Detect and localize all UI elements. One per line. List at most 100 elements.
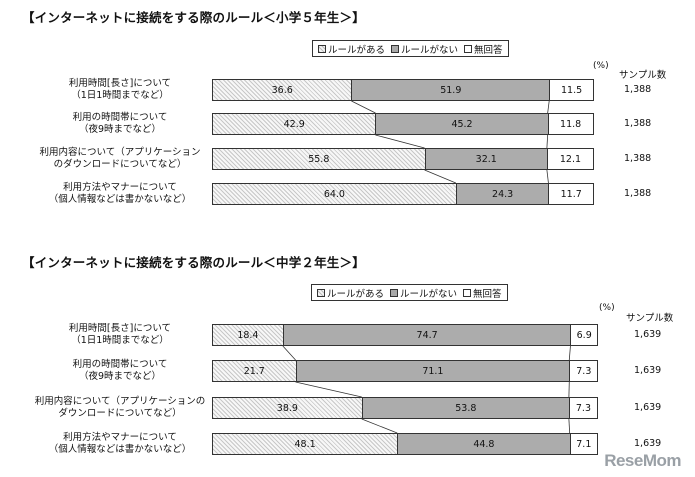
- data-label: 11.5: [561, 84, 583, 96]
- sample-size: 1,639: [634, 365, 662, 376]
- row-label: 利用時間[長さ]について（1日1時間までなど）: [20, 323, 220, 347]
- connector-line: [295, 381, 362, 398]
- data-label: 11.8: [560, 118, 582, 130]
- row-label: 利用の時間帯について（夜9時までなど）: [20, 112, 220, 136]
- bar-segment: 7.3: [568, 397, 598, 419]
- bar-segment: 71.1: [295, 360, 571, 382]
- connector-line: [282, 345, 296, 361]
- bar-segment: 12.1: [546, 148, 594, 170]
- gray-swatch-icon: [391, 44, 400, 53]
- bar-segment: 11.5: [549, 79, 594, 101]
- chart-title-junior-high: 【インターネットに接続をする際のルール＜中学２年生＞】: [22, 255, 365, 270]
- bar-segment: 21.7: [212, 360, 297, 382]
- connector-line: [568, 418, 571, 434]
- row-label: 利用内容について（アプリケーションのダウンロードについてなど）: [20, 147, 220, 171]
- hatch-swatch-icon: [317, 288, 325, 297]
- data-label: 44.8: [473, 438, 495, 450]
- sample-size: 1,639: [634, 438, 662, 449]
- data-label: 7.3: [576, 365, 592, 377]
- row-label-line: 利用方法やマナーについて: [63, 182, 177, 193]
- row-label-line: のダウンロードについてなど）: [53, 159, 187, 170]
- row-label-line: （1日1時間までなど）: [71, 90, 169, 101]
- data-label: 24.3: [492, 188, 514, 200]
- data-label: 42.9: [283, 118, 305, 130]
- row-label-line: （夜9時までなど）: [78, 371, 162, 382]
- row-label: 利用方法やマナーについて（個人情報などは書かないなど）: [20, 182, 220, 206]
- data-label: 74.7: [416, 329, 438, 341]
- row-label-line: 利用時間[長さ]について: [68, 323, 172, 334]
- data-label: 7.1: [576, 438, 592, 450]
- data-label: 7.3: [575, 402, 591, 414]
- row-label-line: （個人情報などは書かないなど）: [48, 444, 192, 455]
- data-label: 64.0: [323, 188, 345, 200]
- sample-size: 1,388: [624, 188, 652, 199]
- row-label-line: 利用時間[長さ]について: [68, 78, 172, 89]
- bar-segment: 11.8: [547, 113, 594, 135]
- data-label: 21.7: [243, 365, 265, 377]
- chart-title-elementary: 【インターネットに接続をする際のルール＜小学５年生＞】: [22, 10, 365, 25]
- data-label: 53.8: [455, 402, 477, 414]
- sample-size: 1,388: [624, 84, 652, 95]
- sample-size: 1,639: [634, 402, 662, 413]
- sample-size: 1,388: [624, 153, 652, 164]
- legend-item-has-rule: ルールがある: [318, 42, 385, 56]
- row-label-line: 利用の時間帯について: [72, 112, 168, 123]
- data-label: 45.2: [451, 118, 473, 130]
- row-label-line: ダウンロードについてなど）: [58, 408, 182, 419]
- legend-item-no-answer: 無回答: [464, 42, 503, 56]
- stacked-bar-chart-elementary: 利用時間[長さ]について（1日1時間までなど） 36.6 51.9 11.5 1,388…: [0, 0, 695, 230]
- bar-segment: 11.7: [548, 183, 594, 205]
- data-label: 12.1: [559, 153, 582, 165]
- row-label: 利用方法やマナーについて（個人情報などは書かないなど）: [20, 432, 220, 456]
- legend-junior-high: ルールがある ルールがない 無回答: [311, 284, 508, 301]
- row-label: 利用内容について（アプリケーションのダウンロードについてなど）: [20, 396, 220, 420]
- data-label: 11.7: [560, 188, 582, 200]
- row-label-line: 利用の時間帯について: [72, 359, 168, 370]
- unit-label-elementary: (%): [593, 61, 609, 71]
- sample-size: 1,388: [624, 118, 652, 129]
- data-label: 38.9: [276, 402, 298, 414]
- legend-elementary: ルールがある ルールがない 無回答: [312, 40, 509, 57]
- row-label: 利用の時間帯について（夜9時までなど）: [20, 359, 220, 383]
- bar-segment: 48.1: [212, 433, 399, 455]
- gray-swatch-icon: [390, 288, 399, 297]
- bar-segment: 44.8: [397, 433, 571, 455]
- bar-segment: 7.3: [569, 360, 599, 382]
- hatch-swatch-icon: [318, 44, 326, 53]
- resemom-logo: ReseMom: [604, 451, 681, 470]
- data-label: 6.9: [576, 329, 592, 341]
- bar-segment: 6.9: [570, 324, 598, 346]
- data-label: 71.1: [422, 365, 444, 377]
- white-swatch-icon: [464, 44, 473, 53]
- white-swatch-icon: [463, 288, 472, 297]
- bar-segment: 18.4: [212, 324, 284, 346]
- row-label-line: （1日1時間までなど）: [71, 335, 169, 346]
- legend-item-no-answer: 無回答: [463, 286, 502, 300]
- bar-segment: 51.9: [351, 79, 551, 101]
- sample-size: 1,639: [634, 329, 662, 340]
- bar-segment: 53.8: [361, 397, 570, 419]
- row-label-line: 利用内容について（アプリケーションの: [34, 396, 206, 407]
- legend-item-no-rule: ルールがない: [391, 42, 458, 56]
- row-label: 利用時間[長さ]について（1日1時間までなど）: [20, 78, 220, 102]
- legend-item-no-rule: ルールがない: [390, 286, 457, 300]
- bar-segment: 74.7: [282, 324, 572, 346]
- data-label: 36.6: [271, 84, 293, 96]
- unit-label-junior-high: (%): [599, 303, 615, 313]
- row-label-line: （個人情報などは書かないなど）: [48, 194, 192, 205]
- row-label-line: （夜9時までなど）: [78, 124, 162, 135]
- data-label: 51.9: [440, 84, 462, 96]
- bar-segment: 38.9: [212, 397, 363, 419]
- connector-line: [568, 345, 571, 361]
- bar-segment: 64.0: [212, 183, 457, 205]
- sample-header-junior-high: サンプル数: [626, 313, 674, 324]
- bar-segment: 7.1: [569, 433, 598, 455]
- connector-line: [361, 418, 398, 434]
- data-label: 48.1: [294, 438, 316, 450]
- data-label: 18.4: [237, 329, 259, 341]
- row-label-line: 利用内容について（アプリケーション: [39, 147, 201, 158]
- sample-header-elementary: サンプル数: [619, 70, 667, 81]
- data-label: 32.1: [475, 153, 497, 165]
- row-label-line: 利用方法やマナーについて: [63, 432, 177, 443]
